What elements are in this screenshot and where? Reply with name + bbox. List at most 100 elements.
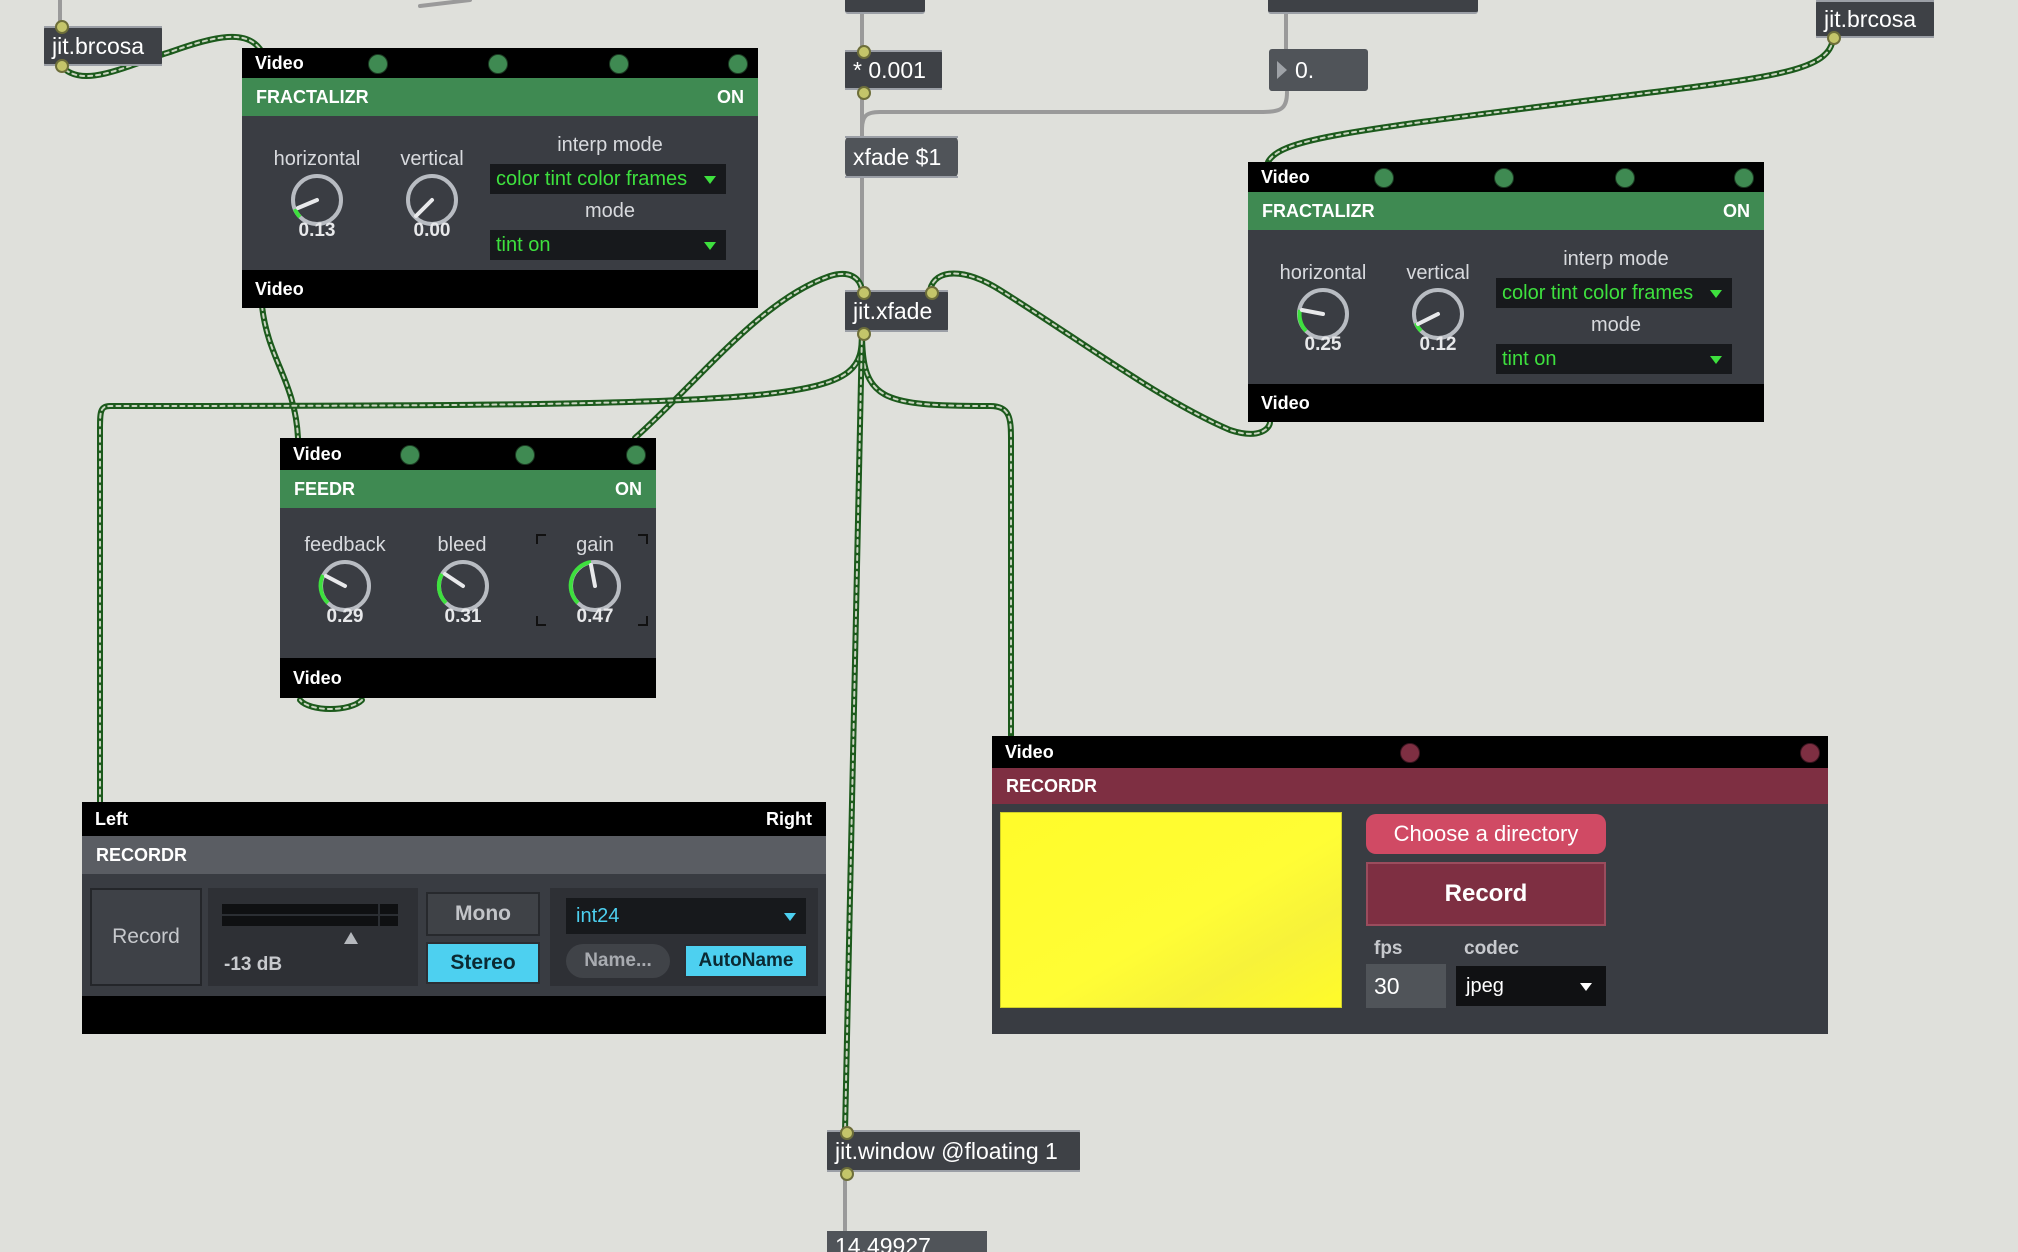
format-value: int24 <box>576 904 620 927</box>
cord-control[interactable] <box>418 0 472 8</box>
horizontal-label: horizontal <box>1279 262 1367 284</box>
inlet-port[interactable] <box>857 45 871 59</box>
inlet-port[interactable] <box>1734 168 1754 188</box>
codec-label: codec <box>1464 938 1519 959</box>
outlet-port[interactable] <box>55 59 69 73</box>
cord-video[interactable] <box>859 329 1014 739</box>
multiply-object[interactable]: * 0.001 <box>845 50 942 90</box>
inlet-port[interactable] <box>488 54 508 74</box>
cord-video[interactable] <box>927 270 1273 437</box>
stereo-toggle[interactable]: Stereo <box>426 942 540 984</box>
level-readout: -13 dB <box>224 954 283 975</box>
inlet-port[interactable] <box>626 445 646 465</box>
record-label: Record <box>1444 880 1528 907</box>
inlet-port[interactable] <box>728 54 748 74</box>
inlet-port[interactable] <box>1615 168 1635 188</box>
format-menu[interactable]: int24 <box>566 898 806 934</box>
bleed-dial[interactable] <box>435 558 491 614</box>
outlet-port[interactable] <box>1827 31 1841 45</box>
interp-mode-menu[interactable]: color tint color frames <box>490 164 726 194</box>
inlet-port[interactable] <box>1494 168 1514 188</box>
module-name: FRACTALIZR <box>256 86 369 107</box>
outlet-port[interactable] <box>857 86 871 100</box>
cord-video[interactable] <box>57 33 265 79</box>
inlet-port[interactable] <box>368 54 388 74</box>
module-header[interactable]: FEEDR ON <box>280 470 656 508</box>
mode-value: tint on <box>496 233 551 256</box>
cord-video[interactable] <box>632 270 865 441</box>
cord-video[interactable] <box>297 697 365 712</box>
video-output-label: Video <box>1261 392 1310 413</box>
feedr-module: Video FEEDR ON feedback 0.29 bleed 0.31 … <box>280 438 656 698</box>
autoname-toggle[interactable]: AutoName <box>684 944 808 978</box>
inlet-port[interactable] <box>1400 743 1420 763</box>
inlet-port[interactable] <box>55 20 69 34</box>
inlet-port[interactable] <box>1374 168 1394 188</box>
fps-value: 30 <box>1374 972 1400 999</box>
horizontal-dial[interactable] <box>289 172 345 228</box>
object-stub-top[interactable] <box>1268 0 1478 14</box>
audio-recordr-module: Left Right RECORDR Record -13 dB Mono St… <box>82 802 826 1034</box>
name-button[interactable]: Name... <box>566 944 670 978</box>
inlet-port[interactable] <box>400 445 420 465</box>
module-header[interactable]: FRACTALIZR ON <box>1248 192 1764 230</box>
inlet-port[interactable] <box>857 286 871 300</box>
vertical-value: 0.12 <box>1419 334 1457 355</box>
fps-field[interactable]: 30 <box>1366 964 1446 1008</box>
vertical-dial[interactable] <box>1410 286 1466 342</box>
inlet-port[interactable] <box>609 54 629 74</box>
inlet-port[interactable] <box>925 286 939 300</box>
codec-value: jpeg <box>1466 974 1504 997</box>
fractalizr-module-left: Video FRACTALIZR ON horizontal 0.13 vert… <box>242 48 758 308</box>
message-text: xfade $1 <box>853 143 942 170</box>
record-button[interactable]: Record <box>90 888 202 986</box>
mode-menu[interactable]: tint on <box>490 230 726 260</box>
outlet-port[interactable] <box>840 1167 854 1181</box>
float-number-box[interactable]: 0. <box>1269 49 1368 91</box>
object-text: jit.brcosa <box>1824 5 1917 32</box>
power-state[interactable]: ON <box>1723 200 1750 221</box>
gain-dial[interactable] <box>567 558 623 614</box>
jit-window-object[interactable]: jit.window @floating 1 <box>827 1130 1080 1172</box>
cord-control[interactable] <box>860 90 1289 132</box>
fractalizr-module-right: Video FRACTALIZR ON horizontal 0.25 vert… <box>1248 162 1764 422</box>
triangle-up-icon[interactable] <box>344 932 358 944</box>
module-name: FRACTALIZR <box>1262 200 1375 221</box>
inlet-port[interactable] <box>515 445 535 465</box>
power-state[interactable]: ON <box>717 86 744 107</box>
gain-label: gain <box>576 534 614 556</box>
cord-video[interactable] <box>1265 35 1836 165</box>
jit-brcosa-object[interactable]: jit.brcosa <box>1816 0 1934 38</box>
cord-video[interactable] <box>259 303 301 441</box>
vertical-dial[interactable] <box>404 172 460 228</box>
xfade-message-box[interactable]: xfade $1 <box>845 136 958 178</box>
bottom-number-box[interactable]: 14.49927 <box>827 1231 987 1252</box>
module-header[interactable]: RECORDR <box>82 836 826 874</box>
interp-mode-menu[interactable]: color tint color frames <box>1496 278 1732 308</box>
chevron-down-icon <box>704 176 716 184</box>
mono-toggle[interactable]: Mono <box>426 892 540 936</box>
codec-menu[interactable]: jpeg <box>1456 966 1606 1006</box>
module-header[interactable]: FRACTALIZR ON <box>242 78 758 116</box>
choose-directory-label: Choose a directory <box>1393 821 1579 846</box>
cord-video[interactable] <box>842 329 865 1135</box>
inlet-port[interactable] <box>1800 743 1820 763</box>
fps-label: fps <box>1374 938 1403 959</box>
chevron-down-icon <box>784 913 796 921</box>
module-header[interactable]: RECORDR <box>992 768 1828 804</box>
video-input-label: Video <box>255 52 304 73</box>
object-stub-top[interactable] <box>845 0 925 14</box>
outlet-port[interactable] <box>857 327 871 341</box>
power-state[interactable]: ON <box>615 478 642 499</box>
cord-video[interactable] <box>97 329 865 805</box>
feedback-dial[interactable] <box>317 558 373 614</box>
interp-mode-value: color tint color frames <box>496 167 688 190</box>
video-input-label: Video <box>293 443 342 464</box>
inlet-port[interactable] <box>840 1126 854 1140</box>
mode-menu[interactable]: tint on <box>1496 344 1732 374</box>
object-text: jit.xfade <box>853 297 933 324</box>
choose-directory-button[interactable]: Choose a directory <box>1366 814 1606 854</box>
horizontal-dial[interactable] <box>1295 286 1351 342</box>
record-button[interactable]: Record <box>1366 862 1606 926</box>
mono-label: Mono <box>455 902 511 925</box>
